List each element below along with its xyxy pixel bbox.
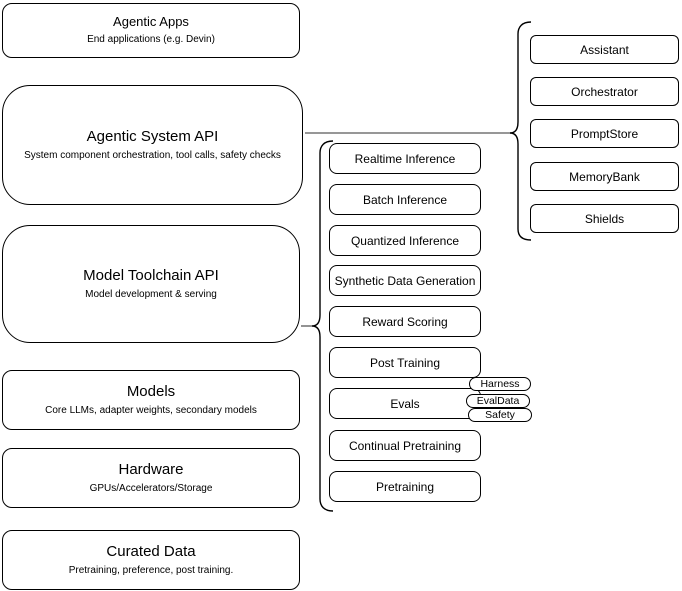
node-realtime-inference: Realtime Inference	[329, 143, 481, 174]
node-label: Continual Pretraining	[348, 438, 462, 453]
node-curated-data: Curated Data Pretraining, preference, po…	[2, 530, 300, 590]
node-title: Agentic System API	[86, 128, 219, 146]
pill-harness: Harness	[469, 377, 531, 391]
node-title: Agentic Apps	[113, 14, 189, 30]
pill-evaldata: EvalData	[466, 394, 530, 408]
node-label: Synthetic Data Generation	[334, 273, 476, 288]
node-reward-scoring: Reward Scoring	[329, 306, 481, 337]
node-quantized-inference: Quantized Inference	[329, 225, 481, 256]
node-title: Models	[126, 383, 176, 401]
node-label: Shields	[584, 211, 625, 226]
pill-safety: Safety	[468, 408, 532, 422]
node-memorybank: MemoryBank	[530, 162, 679, 191]
node-subtitle: GPUs/Accelerators/Storage	[89, 482, 213, 494]
node-shields: Shields	[530, 204, 679, 233]
node-subtitle: Core LLMs, adapter weights, secondary mo…	[45, 404, 257, 416]
node-subtitle: Model development & serving	[85, 288, 217, 300]
node-label: Orchestrator	[571, 84, 638, 99]
node-batch-inference: Batch Inference	[329, 184, 481, 215]
node-promptstore: PromptStore	[530, 119, 679, 148]
node-title: Model Toolchain API	[83, 267, 219, 285]
node-hardware: Hardware GPUs/Accelerators/Storage	[2, 448, 300, 508]
pill-label: EvalData	[476, 395, 520, 407]
node-label: Realtime Inference	[354, 151, 456, 166]
node-synthetic-data-generation: Synthetic Data Generation	[329, 265, 481, 296]
node-label: Reward Scoring	[362, 314, 448, 329]
node-models: Models Core LLMs, adapter weights, secon…	[2, 370, 300, 430]
node-label: PromptStore	[570, 126, 639, 141]
node-label: Quantized Inference	[350, 233, 460, 248]
components-brace	[509, 21, 532, 241]
node-orchestrator: Orchestrator	[530, 77, 679, 106]
node-assistant: Assistant	[530, 35, 679, 64]
node-post-training: Post Training	[329, 347, 481, 378]
node-model-toolchain-api: Model Toolchain API Model development & …	[2, 225, 300, 343]
node-continual-pretraining: Continual Pretraining	[329, 430, 481, 461]
node-subtitle: Pretraining, preference, post training.	[68, 564, 234, 576]
node-label: Assistant	[580, 42, 629, 57]
node-agentic-apps: Agentic Apps End applications (e.g. Devi…	[2, 3, 300, 58]
pill-label: Safety	[485, 409, 515, 421]
node-pretraining: Pretraining	[329, 471, 481, 502]
node-subtitle: System component orchestration, tool cal…	[24, 149, 281, 161]
node-label: MemoryBank	[569, 169, 640, 184]
node-subtitle: End applications (e.g. Devin)	[87, 33, 215, 45]
node-title: Hardware	[118, 461, 184, 479]
node-label: Post Training	[369, 355, 441, 370]
node-label: Evals	[390, 396, 420, 411]
node-agentic-system-api: Agentic System API System component orch…	[2, 85, 303, 205]
node-title: Curated Data	[106, 543, 196, 561]
pill-label: Harness	[480, 378, 520, 390]
toolchain-brace	[311, 140, 334, 512]
node-label: Batch Inference	[362, 192, 448, 207]
node-label: Pretraining	[375, 479, 435, 494]
node-evals: Evals	[329, 388, 481, 419]
